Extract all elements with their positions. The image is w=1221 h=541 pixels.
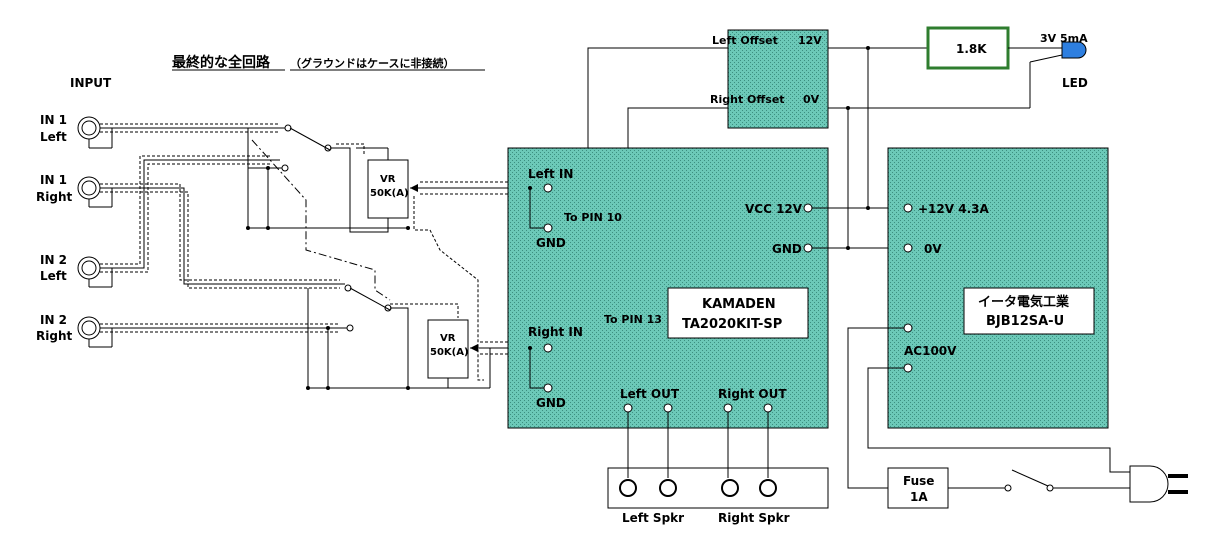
input-1-right-label-1: IN 1	[40, 173, 67, 187]
input-2-right-label-2: Right	[36, 329, 72, 343]
resistor-label: 1.8K	[956, 42, 987, 56]
vcc-label: VCC 12V	[745, 202, 803, 216]
input-1-left-label-2: Left	[40, 130, 67, 144]
input-1-left-label-1: IN 1	[40, 113, 67, 127]
gnd2-label: GND	[536, 396, 566, 410]
offset-12v-label: 12V	[798, 34, 822, 47]
amp-name-2: TA2020KIT-SP	[682, 317, 782, 332]
right-in-label: Right IN	[528, 325, 583, 339]
led: 3V 5mA LED	[1029, 32, 1088, 90]
psu-ac-label: AC100V	[904, 344, 957, 358]
resistor-1-8k: 1.8K	[926, 26, 1062, 70]
vr2-label-1: VR	[440, 333, 456, 344]
psu-name-2: BJB12SA-U	[986, 314, 1064, 329]
jack-in1-right	[77, 176, 112, 208]
right-out-label: Right OUT	[718, 387, 787, 401]
input-1-right-label-2: Right	[36, 190, 72, 204]
to-pin13-label: To PIN 13	[604, 313, 662, 326]
speaker-terminals: Left Spkr Right Spkr	[607, 412, 829, 525]
left-speaker-label: Left Spkr	[622, 511, 684, 525]
input-2-left-label-2: Left	[40, 269, 67, 283]
led-label: LED	[1062, 76, 1088, 90]
vr2-label-2: 50K(A)	[430, 347, 469, 358]
selector-switch-2	[306, 284, 490, 390]
diagram-title: 最終的な全回路	[172, 54, 271, 71]
amp-board: Left IN To PIN 10 GND Right IN To PIN 13…	[507, 147, 829, 429]
volume-resistor-1: VR 50K(A)	[330, 143, 545, 381]
fuse-label-2: 1A	[910, 490, 928, 504]
psu-12v-label: +12V 4.3A	[918, 202, 989, 216]
diagram-subtitle: （グラウンドはケースに非接続）	[290, 56, 454, 70]
amp-name-1: KAMADEN	[702, 297, 776, 312]
to-pin10-label: To PIN 10	[564, 211, 622, 224]
right-offset-label: Right Offset	[710, 93, 785, 106]
fuse-label-1: Fuse	[903, 474, 934, 488]
offset-module: Left Offset 12V Right Offset 0V	[584, 29, 1031, 308]
psu-0v-label: 0V	[924, 242, 942, 256]
left-offset-label: Left Offset	[712, 34, 778, 47]
input-2-right-label-1: IN 2	[40, 313, 67, 327]
amp-gnd-label: GND	[772, 242, 802, 256]
selector-switch-1	[246, 124, 410, 230]
ac-wiring: Fuse 1A	[847, 327, 1188, 509]
vr1-label-1: VR	[380, 174, 396, 185]
right-speaker-label: Right Spkr	[718, 511, 790, 525]
psu-name-1: イータ電気工業	[978, 294, 1070, 310]
input-2-left-label-1: IN 2	[40, 253, 67, 267]
gnd1-label: GND	[536, 236, 566, 250]
input-label: INPUT	[70, 76, 112, 90]
left-in-label: Left IN	[528, 167, 573, 181]
signal-wiring	[100, 123, 347, 347]
left-out-label: Left OUT	[620, 387, 680, 401]
vr1-label-2: 50K(A)	[370, 188, 409, 199]
offset-0v-label: 0V	[803, 93, 820, 106]
volume-resistor-2: VR 50K(A)	[390, 226, 545, 390]
power-supply: +12V 4.3A 0V イータ電気工業 BJB12SA-U AC100V	[887, 147, 1109, 429]
